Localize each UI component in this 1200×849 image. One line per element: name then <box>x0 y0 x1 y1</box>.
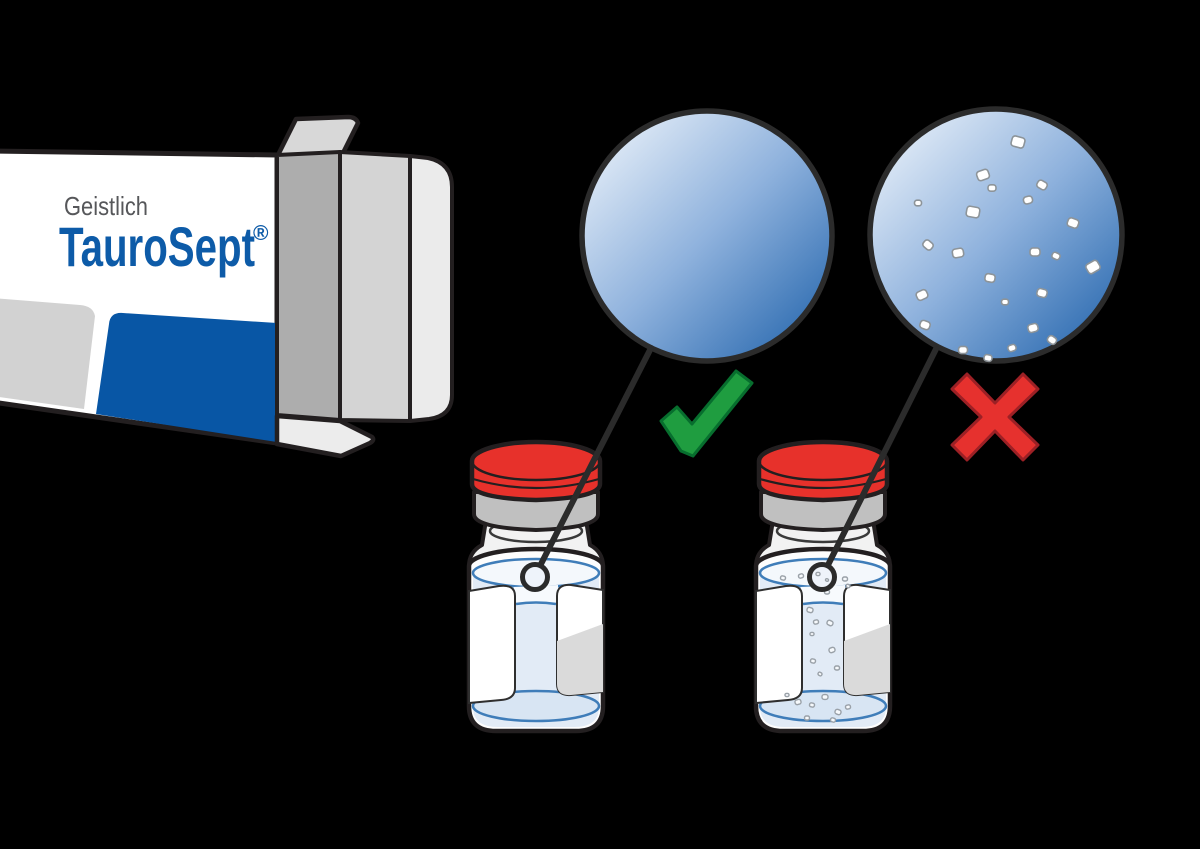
particle <box>821 693 829 701</box>
particle <box>1046 334 1058 346</box>
contaminated-solution-lens <box>867 106 1125 364</box>
particle <box>1051 251 1061 261</box>
particle <box>983 353 993 363</box>
particle <box>812 619 820 625</box>
particle <box>817 671 823 677</box>
particle <box>828 646 836 654</box>
product-box: Geistlich TauroSept ® <box>0 114 454 459</box>
magnifier-particles-circle <box>867 106 1125 364</box>
particle <box>815 571 821 577</box>
particle <box>975 168 991 182</box>
clear-solution-lens <box>579 108 835 364</box>
sample-ring-contaminated <box>807 562 837 592</box>
vial-contaminated <box>756 442 890 731</box>
sample-ring-clear <box>520 562 550 592</box>
connector-line-clear <box>538 345 654 567</box>
particle <box>1036 287 1048 299</box>
particle <box>1010 135 1026 149</box>
particle <box>784 692 790 698</box>
particle <box>987 184 997 193</box>
cross-icon <box>950 372 1040 462</box>
particle <box>1035 179 1049 191</box>
particle <box>845 583 851 589</box>
box-inner-panel-mid <box>338 150 412 423</box>
particle <box>797 573 805 579</box>
particle <box>1022 195 1034 205</box>
particle <box>844 704 852 710</box>
particle <box>1029 247 1041 257</box>
particle <box>824 577 830 583</box>
particle <box>809 658 817 664</box>
vial-particle-group <box>779 573 852 723</box>
particle <box>806 606 814 614</box>
particle <box>1007 343 1017 353</box>
particle <box>1000 298 1010 306</box>
particle <box>833 665 841 671</box>
particle <box>951 247 965 259</box>
particle <box>922 239 934 251</box>
particle <box>1085 259 1101 275</box>
particle <box>965 205 981 219</box>
particle <box>915 288 929 302</box>
ring-particle-group <box>815 571 830 583</box>
box-brand-text: Geistlich <box>64 191 148 221</box>
box-blue-band <box>96 312 277 442</box>
particle <box>826 619 834 627</box>
box-registered-mark: ® <box>253 222 269 245</box>
connector-line-contaminated <box>825 346 939 568</box>
lens-particle-group <box>913 135 1101 363</box>
box-rounded-end <box>408 154 454 423</box>
particle <box>829 717 837 723</box>
particle <box>913 199 923 207</box>
particle <box>1066 217 1080 229</box>
box-inner-panel-dark <box>275 150 342 422</box>
box-top-flap <box>274 114 361 160</box>
box-product-name-text: TauroSept <box>59 215 255 278</box>
particle <box>841 576 849 582</box>
box-bottom-flap <box>274 413 376 459</box>
particle <box>779 575 787 581</box>
magnifier-clear-circle <box>579 108 835 364</box>
particle <box>918 319 932 331</box>
check-icon <box>659 369 754 458</box>
box-gray-label-shape <box>0 298 95 409</box>
particle <box>1027 322 1039 334</box>
particle <box>794 698 802 706</box>
particle <box>803 715 811 721</box>
particle <box>834 708 842 716</box>
particle <box>809 631 815 637</box>
particle <box>984 272 996 284</box>
particle <box>808 702 816 708</box>
particle <box>957 345 969 355</box>
